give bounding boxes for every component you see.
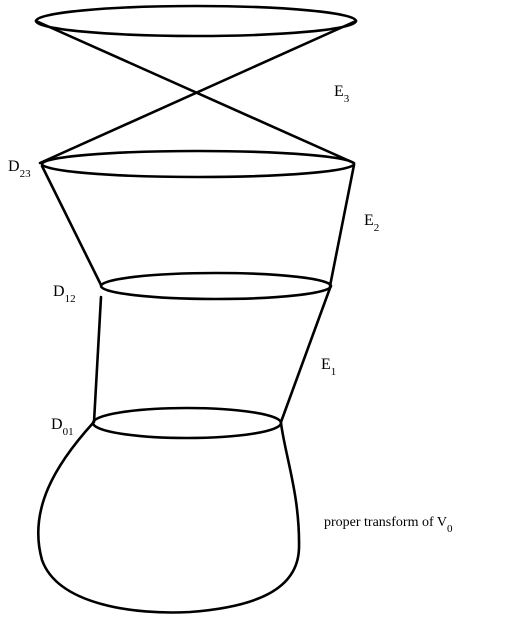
label-v0: proper transform of V0 [324,515,453,535]
top-ellipse [34,4,358,38]
e3-cone-line-right [38,19,358,165]
v0-body [37,421,301,614]
d23-ellipse [40,149,356,179]
e1-side-left [92,295,103,424]
d12-ellipse [99,271,333,301]
e1-side-right [279,286,332,424]
d01-ellipse [91,406,283,440]
label-d23: D23 [8,158,31,180]
label-d01: D01 [51,416,74,438]
e2-side-right [328,163,356,288]
label-e3: E3 [334,83,350,105]
label-d12: D12 [53,283,76,305]
label-e2: E2 [364,212,379,234]
e2-side-left [40,164,103,287]
label-e1: E1 [321,356,336,378]
